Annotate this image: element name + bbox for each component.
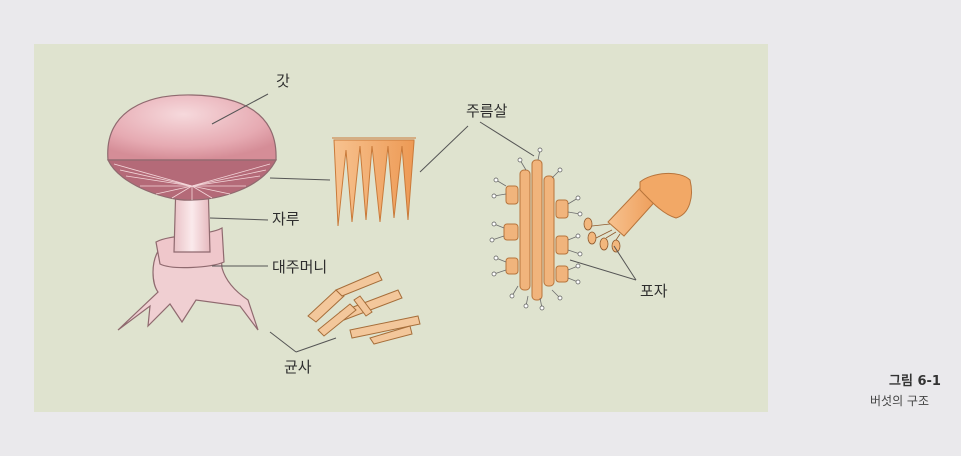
label-volva: 대주머니 <box>272 258 328 276</box>
label-hypha: 균사 <box>284 358 312 376</box>
gill-closeup <box>332 136 416 227</box>
gill-section <box>489 147 583 311</box>
label-gill: 주름살 <box>466 102 508 120</box>
mushroom-base <box>117 239 259 331</box>
figure-caption: 버섯의 구조 <box>870 394 930 408</box>
mushroom <box>107 94 277 331</box>
label-spore: 포자 <box>640 282 668 300</box>
figure-number: 그림 6-1 <box>889 374 941 389</box>
hyphae <box>307 271 421 345</box>
cap <box>107 94 277 201</box>
basidium-closeup <box>583 173 692 253</box>
label-cap: 갓 <box>276 72 290 90</box>
leader-lines <box>209 93 637 353</box>
label-stem: 자루 <box>272 210 300 228</box>
cap-gills-radial <box>113 163 271 200</box>
